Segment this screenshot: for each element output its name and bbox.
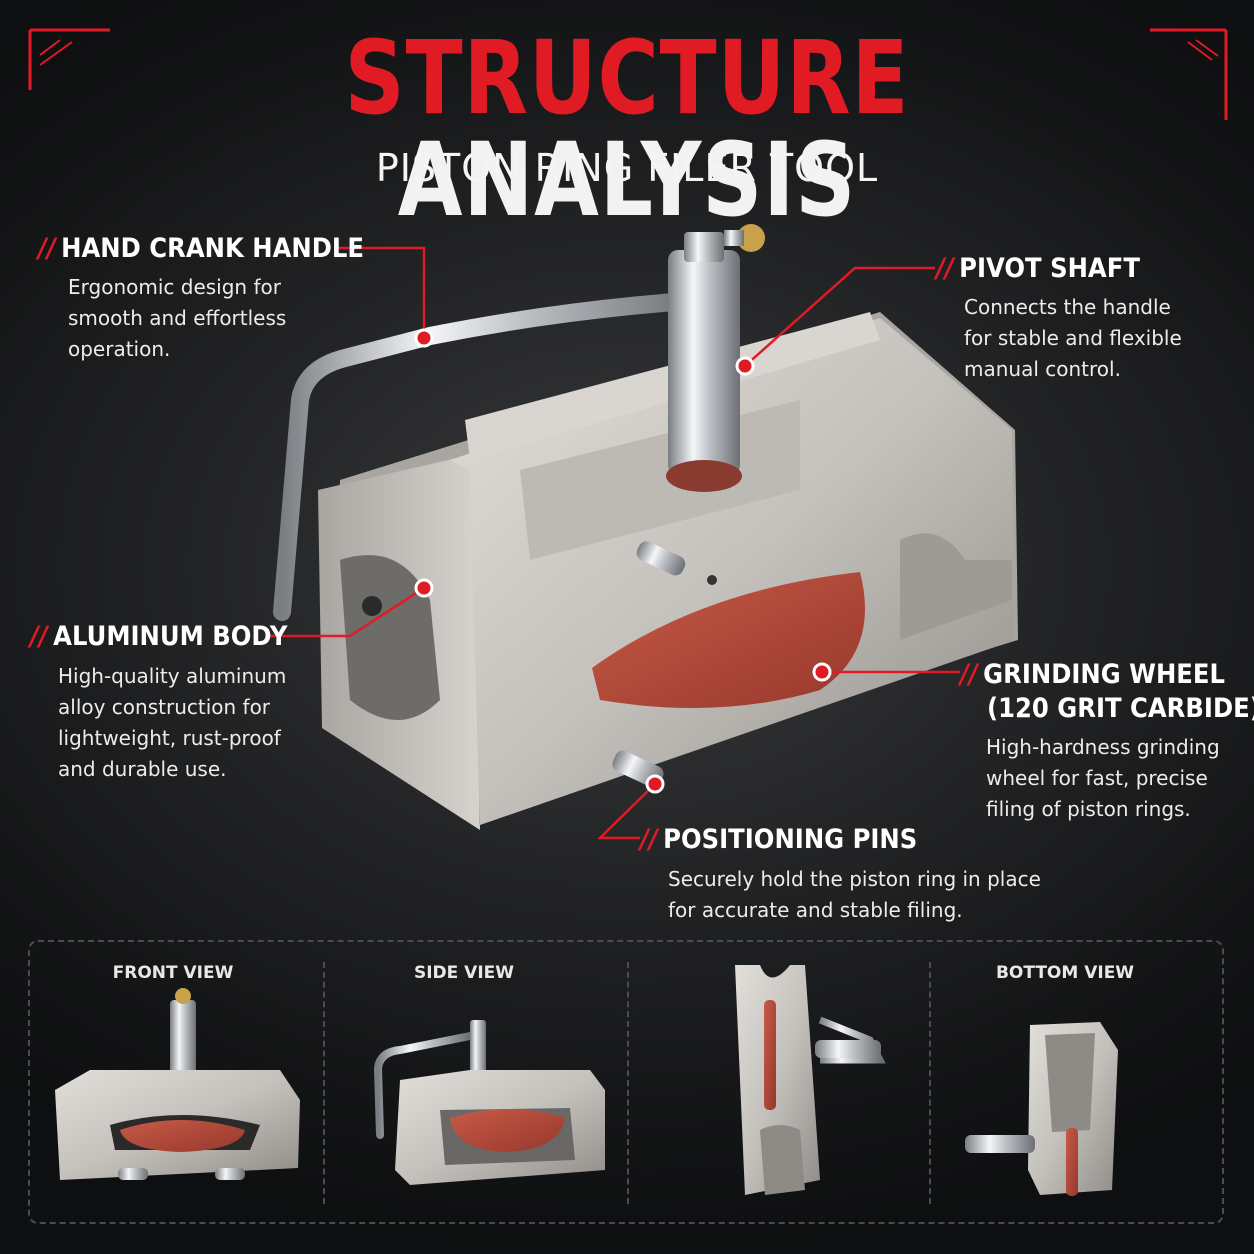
callout-grinding-wheel-desc: High-hardness grinding wheel for fast, p… <box>986 735 1220 821</box>
leader-positioning-pins <box>596 783 656 840</box>
view-divider-1 <box>323 962 325 1204</box>
view-divider-2 <box>627 962 629 1204</box>
side-view-image <box>373 1020 605 1185</box>
dot-hand-crank <box>414 328 434 348</box>
callout-aluminum-body-desc: High-quality aluminum alloy construction… <box>58 664 287 781</box>
title-red: STRUCTURE <box>344 19 910 138</box>
callout-positioning-pins-title: //POSITIONING PINS <box>640 824 918 855</box>
views-panel <box>28 940 1224 1224</box>
dot-pivot-shaft <box>735 356 755 376</box>
corner-bracket-left <box>28 28 110 90</box>
leader-pivot-shaft <box>744 266 935 367</box>
grinding-wheel <box>592 572 865 708</box>
front-view-image <box>55 988 300 1180</box>
callout-aluminum-body-title: //ALUMINUM BODY <box>30 621 288 652</box>
front-view-label: FRONT VIEW <box>112 963 234 983</box>
dot-grinding-wheel <box>812 662 832 682</box>
aluminum-body <box>450 318 1015 825</box>
dot-aluminum-body <box>414 578 434 598</box>
bottom-view-image <box>965 1022 1118 1196</box>
hand-crank-handle <box>273 291 709 621</box>
callout-positioning-pins-desc: Securely hold the piston ring in place f… <box>668 867 1041 922</box>
angled-view-image <box>735 965 886 1195</box>
callout-pivot-shaft-desc: Connects the handle for stable and flexi… <box>964 295 1182 381</box>
callout-pivot-shaft-title: //PIVOT SHAFT <box>936 253 1140 284</box>
dot-positioning-pins <box>645 774 665 794</box>
pivot-shaft <box>668 250 740 475</box>
positioning-pin-top <box>636 541 686 576</box>
callout-hand-crank-title: //HAND CRANK HANDLE <box>38 233 364 264</box>
callout-grinding-wheel-title: //GRINDING WHEEL <box>960 659 1225 690</box>
side-view-label: SIDE VIEW <box>413 963 515 983</box>
title-white: ANALYSIS <box>397 121 857 240</box>
bottom-view-label: BOTTOM VIEW <box>995 963 1135 983</box>
leader-aluminum-body <box>268 586 425 638</box>
callout-grinding-wheel-title-2: (120 GRIT CARBIDE) <box>987 693 1254 724</box>
page-title: STRUCTURE ANALYSIS <box>113 28 1141 232</box>
callout-hand-crank-desc: Ergonomic design for smooth and effortle… <box>68 275 287 361</box>
corner-bracket-right <box>1150 28 1228 120</box>
page-subtitle: PISTON RING FILER TOOL <box>375 146 879 190</box>
leader-hand-crank <box>338 246 426 338</box>
view-divider-3 <box>929 962 931 1204</box>
